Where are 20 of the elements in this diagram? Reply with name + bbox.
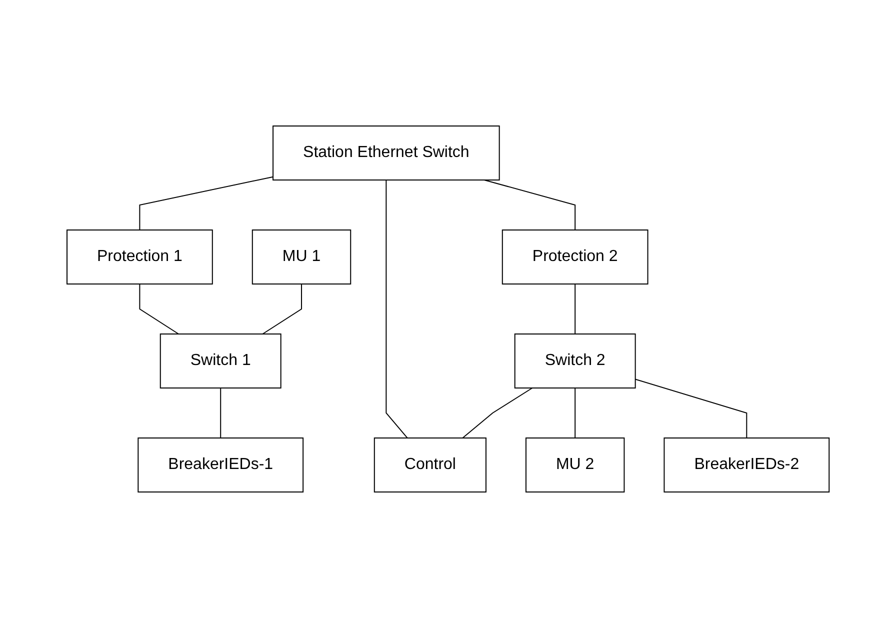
node-box: Control [374, 437, 486, 492]
connector [462, 388, 533, 438]
node-box: Switch 2 [514, 334, 636, 388]
node-box: Protection 1 [66, 230, 213, 284]
connector [574, 284, 576, 334]
connector [634, 378, 748, 438]
connector [220, 388, 222, 438]
connector [386, 180, 408, 438]
connector [262, 284, 302, 334]
node-box: BreakerIEDs-2 [664, 437, 830, 492]
connector [484, 180, 576, 230]
connector [139, 284, 180, 334]
node-box: Switch 1 [160, 334, 282, 388]
connector [574, 388, 576, 438]
node-box: Station Ethernet Switch [272, 126, 500, 180]
node-box: Protection 2 [502, 230, 648, 284]
node-box: MU 1 [252, 230, 352, 284]
connector [139, 176, 274, 230]
node-box: MU 2 [525, 437, 625, 492]
node-box: BreakerIEDs-1 [138, 437, 304, 492]
